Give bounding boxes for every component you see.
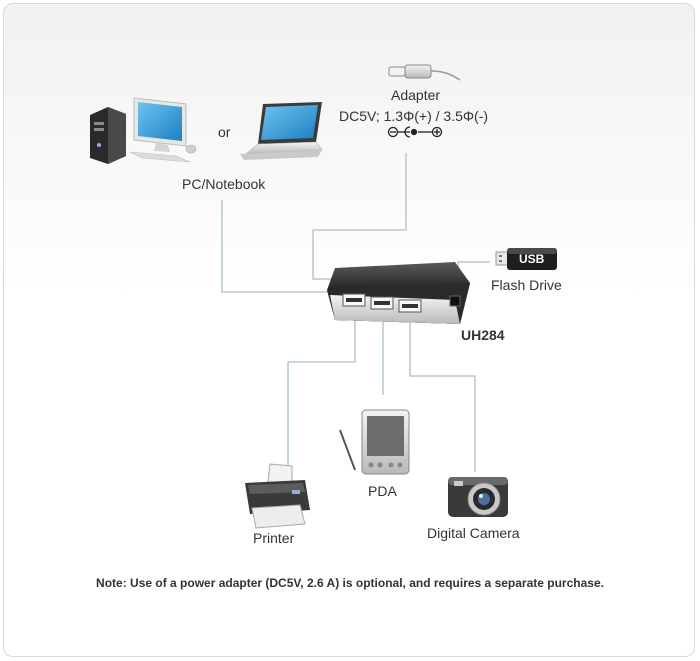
monitor-icon bbox=[129, 97, 197, 163]
or-label: or bbox=[218, 124, 231, 140]
pc-tower-icon bbox=[90, 107, 126, 164]
pda-icon bbox=[339, 409, 410, 475]
polarity-icon bbox=[387, 126, 443, 138]
usb-flash-drive-icon bbox=[495, 248, 557, 270]
footnote: Note: Use of a power adapter (DC5V, 2.6 … bbox=[96, 576, 604, 590]
digital-camera-label: Digital Camera bbox=[427, 525, 520, 541]
line-adapter-to-hub bbox=[312, 153, 407, 280]
pc-notebook-label: PC/Notebook bbox=[182, 176, 266, 192]
camera-icon bbox=[448, 477, 508, 517]
usb-hub-icon bbox=[327, 262, 470, 324]
adapter-spec-label: DC5V; 1.3Φ(+) / 3.5Φ(-) bbox=[339, 108, 489, 124]
flash-drive-label: Flash Drive bbox=[491, 277, 562, 293]
line-computer-to-hub bbox=[221, 200, 330, 293]
adapter-plug-icon bbox=[388, 64, 461, 81]
usb-tag: USB bbox=[519, 252, 545, 266]
notebook-icon bbox=[240, 102, 323, 160]
model-label: UH284 bbox=[461, 327, 505, 343]
connector-lines bbox=[221, 153, 490, 472]
adapter-label: Adapter bbox=[391, 87, 441, 103]
printer-label: Printer bbox=[253, 530, 295, 546]
line-hub-to-printer bbox=[287, 312, 356, 470]
printer-icon bbox=[245, 463, 310, 529]
line-hub-to-camera bbox=[409, 312, 476, 472]
pda-label: PDA bbox=[368, 483, 397, 499]
